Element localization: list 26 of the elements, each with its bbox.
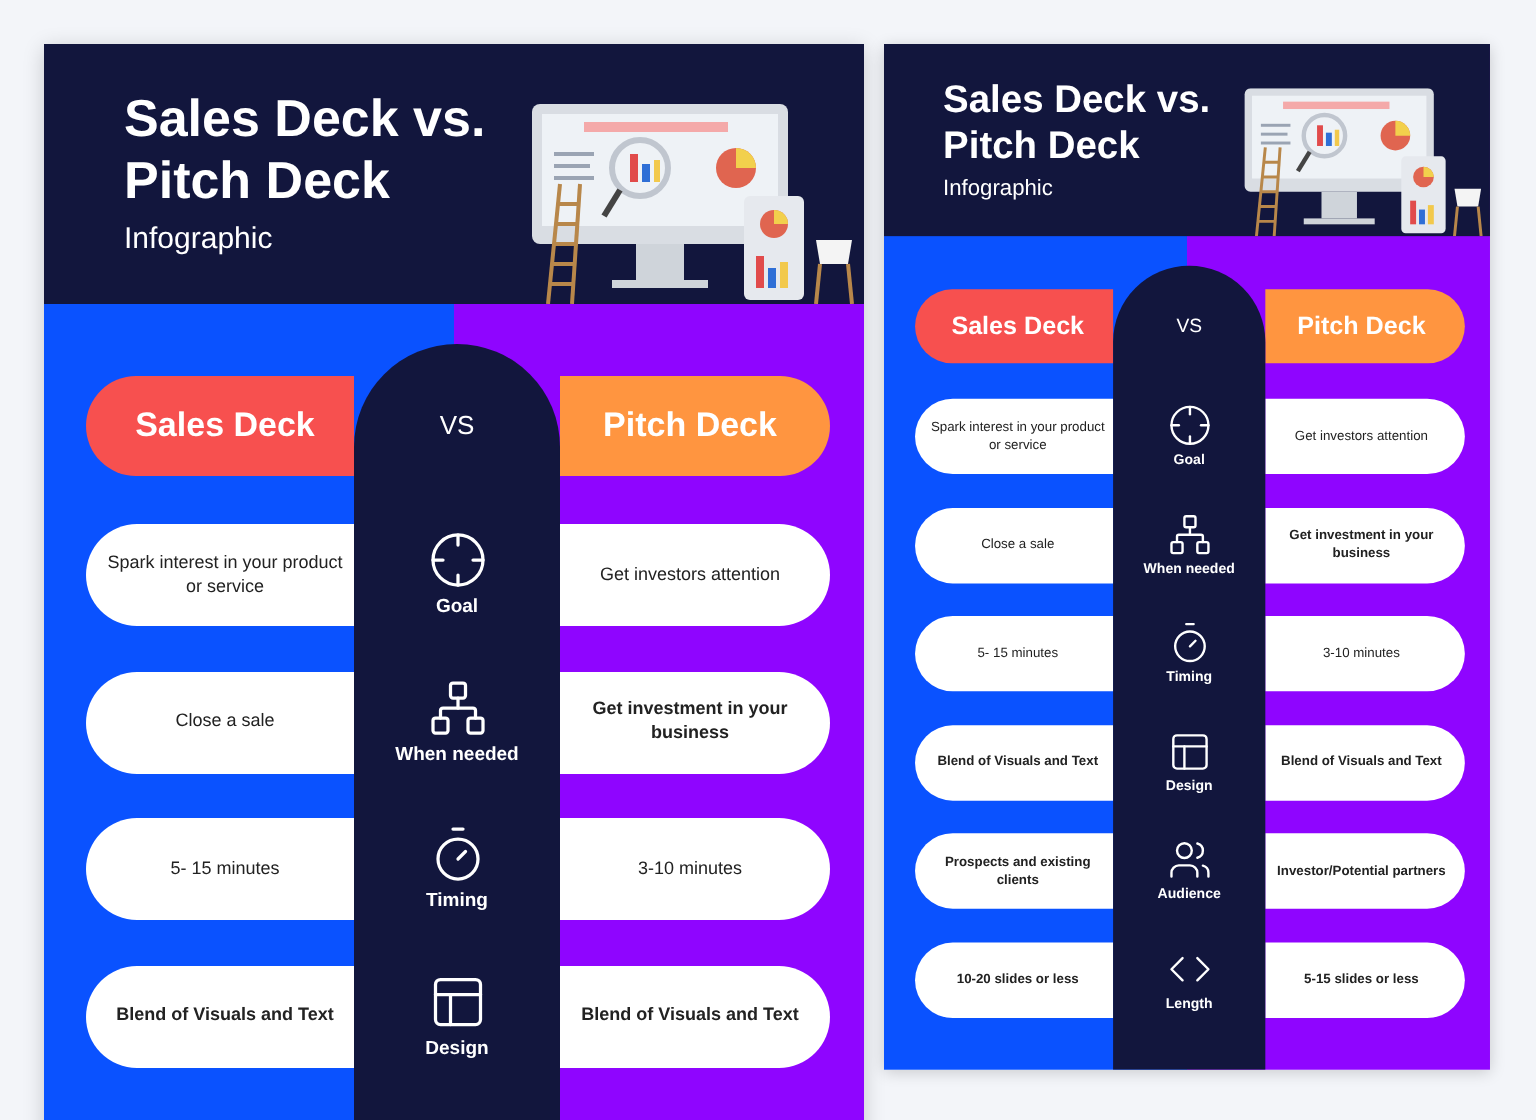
page-title: Sales Deck vs. Pitch Deck <box>943 76 1213 169</box>
column-heading-pill: Pitch Deck <box>1265 289 1465 364</box>
category-label: Goal <box>433 596 481 618</box>
infographic-page <box>884 44 1490 1070</box>
vs-label: VS <box>1174 314 1204 337</box>
center-column <box>354 344 560 1120</box>
category-label: Timing <box>424 890 490 912</box>
column-heading-pill: Sales Deck <box>915 289 1114 364</box>
center-column <box>1113 265 1266 1070</box>
column-heading-pill: Sales Deck <box>86 376 354 476</box>
comparison-pill: 3-10 minutes <box>560 818 830 920</box>
category-label: Design <box>423 1037 491 1059</box>
column-heading-pill: Pitch Deck <box>560 376 830 476</box>
comparison-pill: Spark interest in your product or service <box>86 524 354 626</box>
comparison-pill: Close a sale <box>86 671 354 773</box>
vs-label: VS <box>437 410 477 440</box>
comparison-pill: Get investors attention <box>560 524 830 626</box>
comparison-pill: 5- 15 minutes <box>86 818 354 920</box>
category-label: When needed <box>393 743 521 765</box>
page-subtitle: Infographic <box>124 222 273 256</box>
comparison-pill: Blend of Visuals and Text <box>86 965 354 1067</box>
page-title: Sales Deck vs. Pitch Deck <box>124 88 488 212</box>
comparison-pill: Get investment in your business <box>560 671 830 773</box>
infographic-page <box>44 44 864 1120</box>
comparison-pill: Blend of Visuals and Text <box>560 965 830 1067</box>
page-subtitle: Infographic <box>943 175 1053 201</box>
